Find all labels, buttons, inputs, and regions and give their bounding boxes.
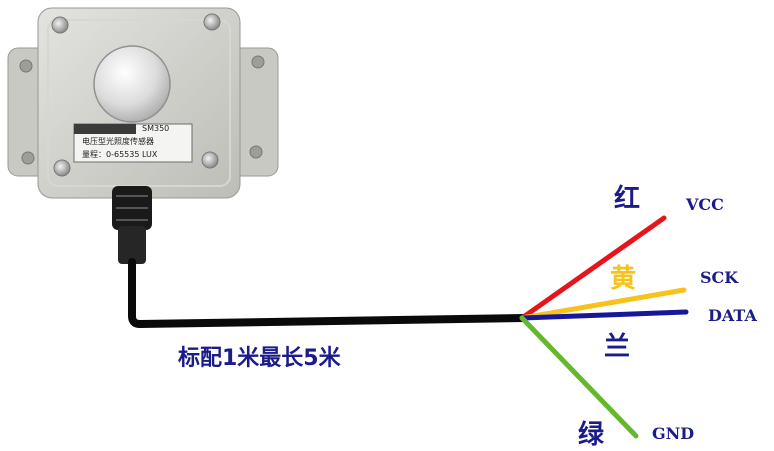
connector-gland: [118, 226, 146, 264]
yellow-wire-label: 黄: [610, 264, 637, 294]
screw-icon: [21, 151, 35, 165]
red-wire-label: 红: [614, 184, 641, 214]
screw-icon: [201, 151, 219, 169]
screw-icon: [249, 145, 263, 159]
cable-length-caption: 标配1米最长5米: [178, 346, 341, 371]
wire-green: [519, 315, 639, 439]
plate-model: SM350: [142, 124, 170, 133]
blue-wire-label: 兰: [604, 332, 631, 362]
sck-pin-label: SCK: [700, 268, 739, 287]
gnd-pin-label: GND: [652, 424, 695, 443]
wire-red: [519, 215, 667, 321]
screw-icon: [51, 16, 69, 34]
screw-icon: [203, 13, 221, 31]
data-pin-label: DATA: [708, 306, 757, 325]
vcc-pin-label: VCC: [686, 195, 724, 214]
plate-name: 电压型光照度传感器: [82, 137, 154, 146]
screw-icon: [251, 55, 265, 69]
sensor-device: [7, 7, 279, 199]
light-dome-icon: [93, 45, 171, 123]
green-wire-label: 绿: [578, 420, 605, 450]
screw-icon: [19, 59, 33, 73]
plate-range: 量程：0-65535 LUX: [82, 150, 158, 159]
plate-brand-bar: [74, 124, 136, 134]
wire-yellow: [519, 287, 687, 321]
cable: [128, 258, 528, 329]
screw-icon: [53, 159, 71, 177]
wire-blue: [519, 309, 689, 321]
cable-connector: [112, 186, 152, 264]
